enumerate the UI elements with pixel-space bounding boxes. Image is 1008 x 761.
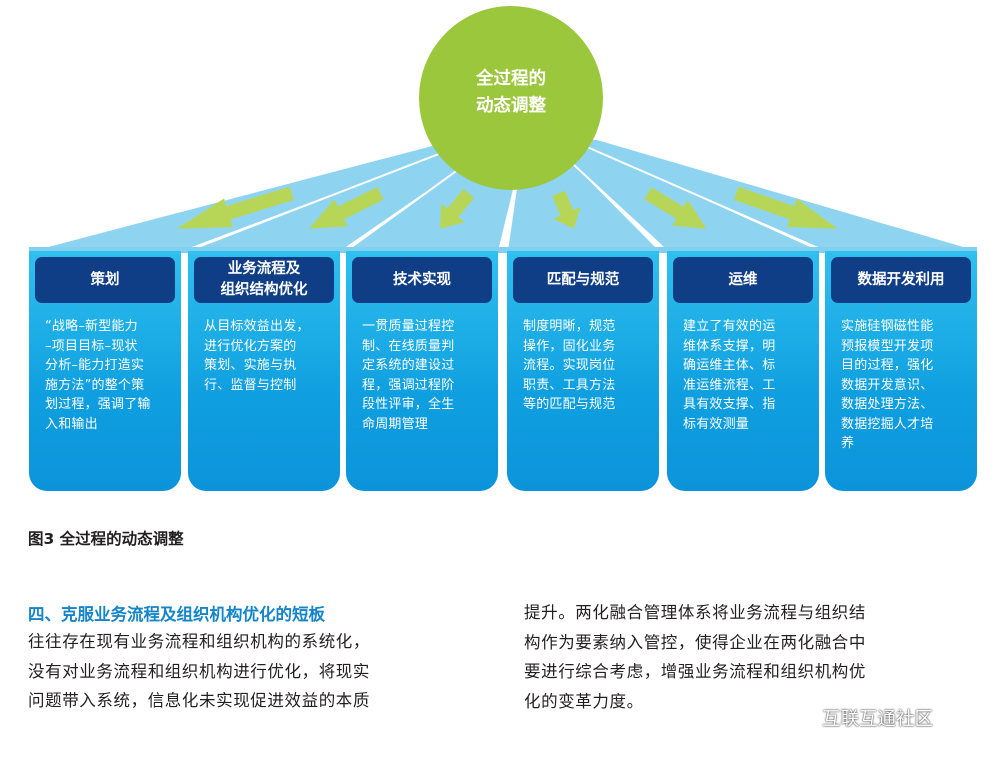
figure-caption: 图3 全过程的动态调整 <box>28 530 184 548</box>
fan-baseline <box>29 247 977 253</box>
stage-description: 实施硅钢磁性能 预报模型开发项 目的过程，强化 数据开发意识、 数据处理方法、 … <box>841 319 934 451</box>
watermark-text: 互联互通社区 <box>822 709 934 730</box>
fan-ray <box>547 140 819 251</box>
stage-card-technical-implementation: 技术实现 一贯质量过程控 制、在线质量判 定系统的建设过 程，强调过程阶 段性评… <box>346 251 498 491</box>
hub-circle <box>419 6 603 190</box>
watermark: 互联互通社区 <box>780 702 933 734</box>
flow-arrow <box>552 190 581 229</box>
fan-ray <box>571 140 977 251</box>
fan-ray <box>29 140 477 251</box>
stage-title: 业务流程及 组织结构优化 <box>194 257 334 303</box>
fan-separator <box>187 139 476 252</box>
stage-card-planning: 策划 “战略–新型能力 –项目目标–现状 分析–能力打造实 施方法”的整个策 划… <box>29 251 181 491</box>
stage-title: 运维 <box>673 257 813 303</box>
stage-description: “战略–新型能力 –项目目标–现状 分析–能力打造实 施方法”的整个策 划过程，… <box>45 319 151 432</box>
stage-title: 数据开发利用 <box>831 257 971 303</box>
flow-arrow <box>733 186 838 229</box>
flow-arrow <box>644 187 707 229</box>
section-heading: 四、克服业务流程及组织机构优化的短板 <box>28 605 325 624</box>
flow-arrow <box>439 188 475 229</box>
fan-separator <box>570 139 826 252</box>
stage-description: 建立了有效的运 维体系支撑，明 确运维主体、标 准运维流程、工 具有效支撑、指 … <box>683 319 776 432</box>
process-diagram <box>28 6 977 253</box>
stage-title: 匹配与规范 <box>513 257 653 303</box>
body-text-right: 提升。两化融合管理体系将业务流程与组织结 构作为要素纳入管控，使得企业在两化融合… <box>524 603 866 711</box>
stage-card-operations: 运维 建立了有效的运 维体系支撑，明 确运维主体、标 准运维流程、工 具有效支撑… <box>667 251 819 491</box>
stage-card-matching-standardization: 匹配与规范 制度明晰，规范 操作，固化业务 流程。实现岗位 职责、工具方法 等的… <box>507 251 659 491</box>
stage-card-process-optimization: 业务流程及 组织结构优化 从目标效益出发， 进行优化方案的 策划、实施与执 行、… <box>188 251 340 491</box>
flow-arrow <box>176 186 294 229</box>
stage-card-data-utilization: 数据开发利用 实施硅钢磁性能 预报模型开发项 目的过程，强化 数据开发意识、 数… <box>825 251 977 491</box>
flow-arrow <box>308 187 384 229</box>
body-text-left: 往往存在现有业务流程和组织机构的系统化， 没有对业务流程和组织机构进行优化，将现… <box>28 632 370 710</box>
fan-ray <box>188 140 501 251</box>
stage-description: 制度明晰，规范 操作，固化业务 流程。实现岗位 职责、工具方法 等的匹配与规范 <box>523 319 616 412</box>
fan-separator <box>28 139 452 252</box>
stage-title: 技术实现 <box>352 257 492 303</box>
stage-description: 从目标效益出发， 进行优化方案的 策划、实施与执 行、监督与控制 <box>204 319 310 393</box>
wechat-icon <box>781 706 812 730</box>
hub-label: 全过程的 动态调整 <box>476 69 546 116</box>
flow-arrows <box>176 186 838 229</box>
stage-title: 策划 <box>35 257 175 303</box>
stage-description: 一贯质量过程控 制、在线质量判 定系统的建设过 程，强调过程阶 段性评审，全生 … <box>362 319 455 432</box>
